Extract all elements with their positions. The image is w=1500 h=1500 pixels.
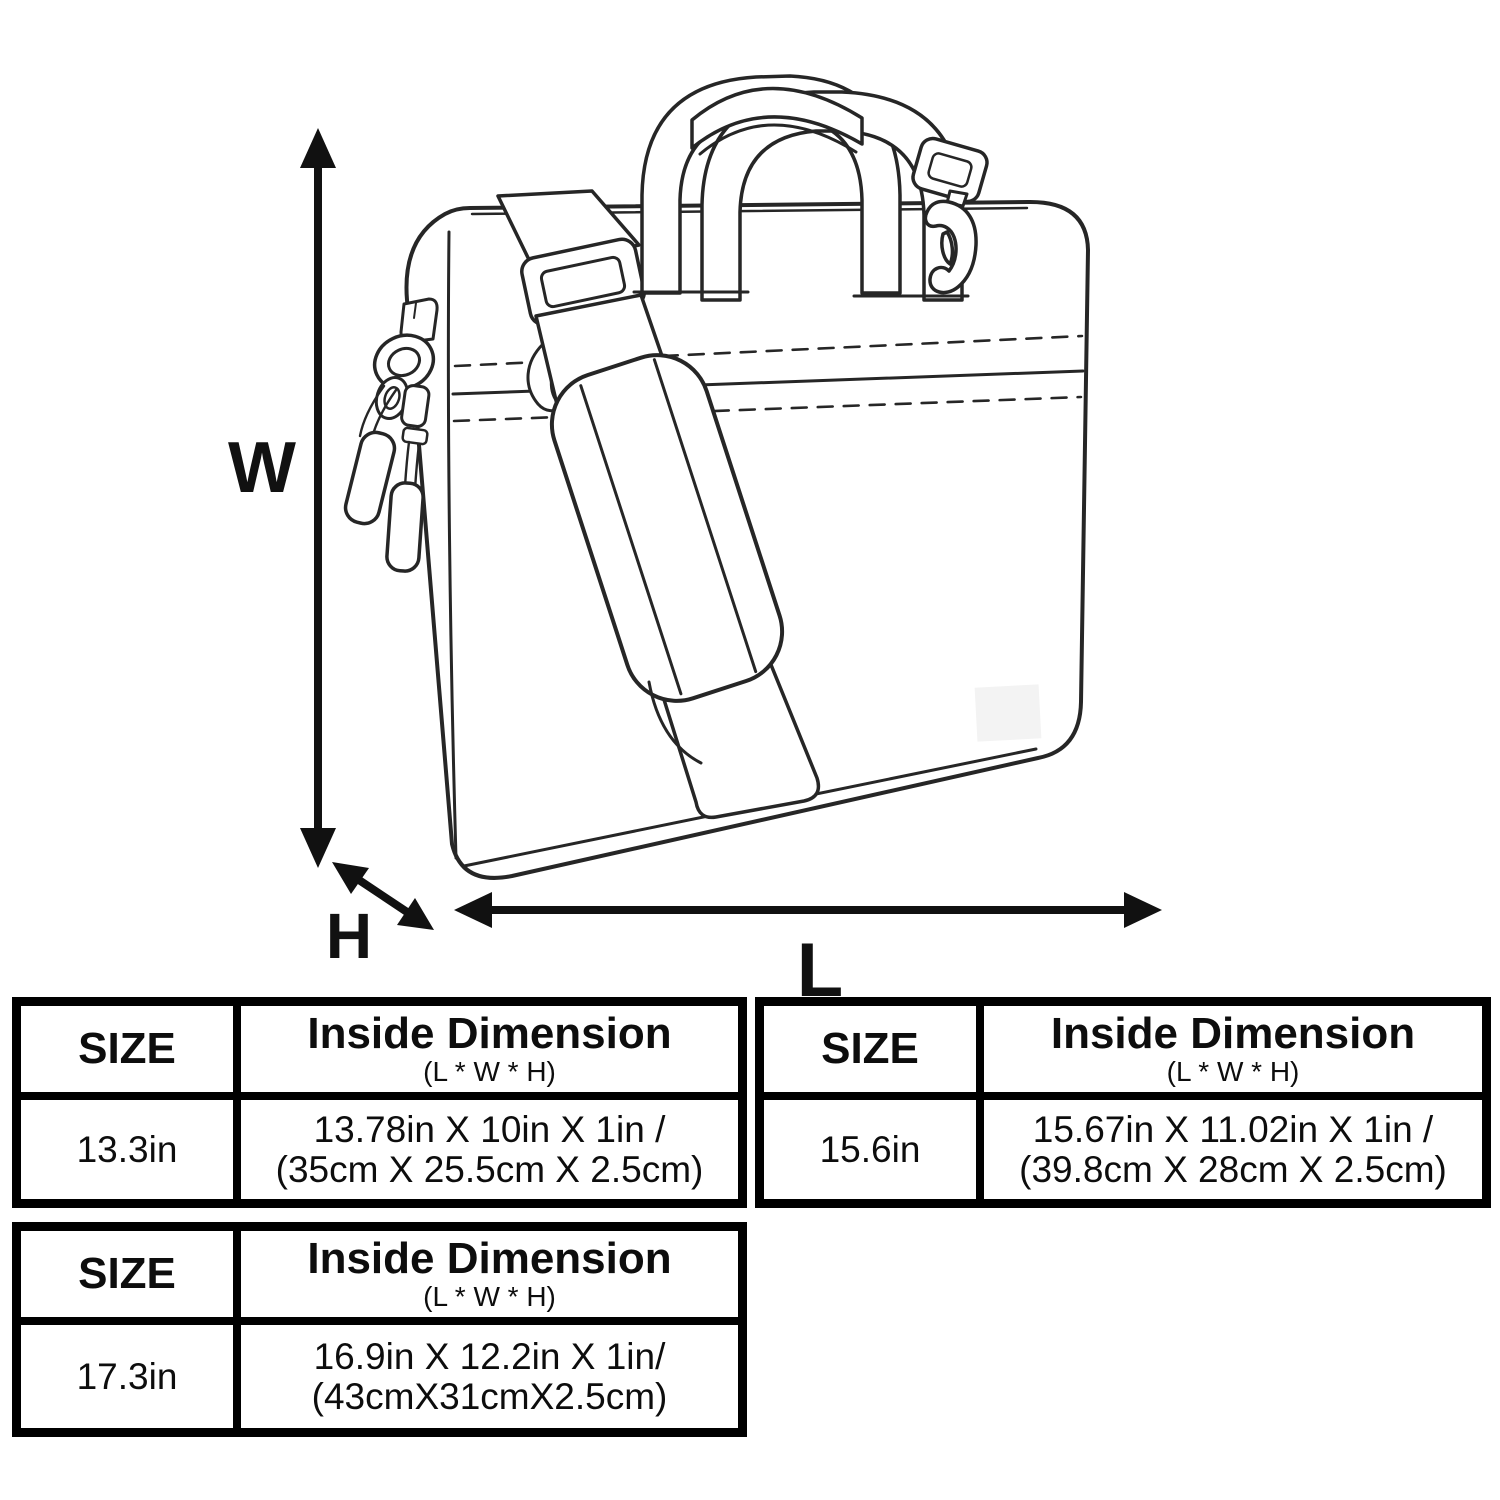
size-table-13in: SIZE Inside Dimension (L * W * H) 13.3in… [12,997,747,1208]
dimension-cm: (35cm X 25.5cm X 2.5cm) [275,1148,704,1190]
size-table-15in: SIZE Inside Dimension (L * W * H) 15.6in… [755,997,1491,1208]
zipper-pulls [343,297,439,573]
size-table-17in: SIZE Inside Dimension (L * W * H) 17.3in… [12,1222,747,1437]
dimension-value: 15.67in X 11.02in X 1in / (39.8cm X 28cm… [984,1100,1482,1199]
dimension-header-title: Inside Dimension [307,1009,672,1058]
dimension-header-title: Inside Dimension [1050,1009,1416,1058]
dimension-inches: 16.9in X 12.2in X 1in/ [313,1335,666,1377]
dimension-header: Inside Dimension (L * W * H) [241,1006,738,1100]
size-value: 15.6in [764,1100,984,1199]
dimension-inches: 13.78in X 10in X 1in / [313,1108,666,1150]
shoulder-strap [496,189,821,820]
carry-handles [632,74,970,302]
width-arrow [300,128,336,868]
dimension-arrows [300,128,1162,930]
handle-grip-wrap [690,86,864,150]
dimension-header-sub: (L * W * H) [423,1281,556,1312]
dimension-header-title: Inside Dimension [307,1234,672,1283]
size-header: SIZE [764,1006,984,1100]
strap-buckle [520,237,646,327]
length-arrow [454,892,1162,928]
height-label: H [326,900,372,972]
dimension-header-sub: (L * W * H) [1166,1056,1300,1087]
dimension-cm: (43cmX31cmX2.5cm) [311,1375,668,1417]
dimension-header: Inside Dimension (L * W * H) [984,1006,1482,1100]
dimension-cm: (39.8cm X 28cm X 2.5cm) [1019,1148,1447,1190]
size-header: SIZE [21,1231,241,1325]
length-label: L [797,928,843,1010]
bag-label-patch [974,684,1042,742]
size-value: 17.3in [21,1325,241,1428]
dimension-header: Inside Dimension (L * W * H) [241,1231,738,1325]
dimension-header-sub: (L * W * H) [423,1056,556,1087]
dimension-value: 13.78in X 10in X 1in / (35cm X 25.5cm X … [241,1100,738,1199]
strap-hook [911,136,989,295]
strap-shoulder-pad [549,353,785,703]
height-arrow [332,862,434,930]
width-label: W [228,428,296,508]
size-header: SIZE [21,1006,241,1100]
dimension-value: 16.9in X 12.2in X 1in/ (43cmX31cmX2.5cm) [241,1325,738,1428]
dimension-inches: 15.67in X 11.02in X 1in / [1032,1108,1434,1150]
size-value: 13.3in [21,1100,241,1199]
bag-dimension-diagram: W H L [228,74,1162,1010]
